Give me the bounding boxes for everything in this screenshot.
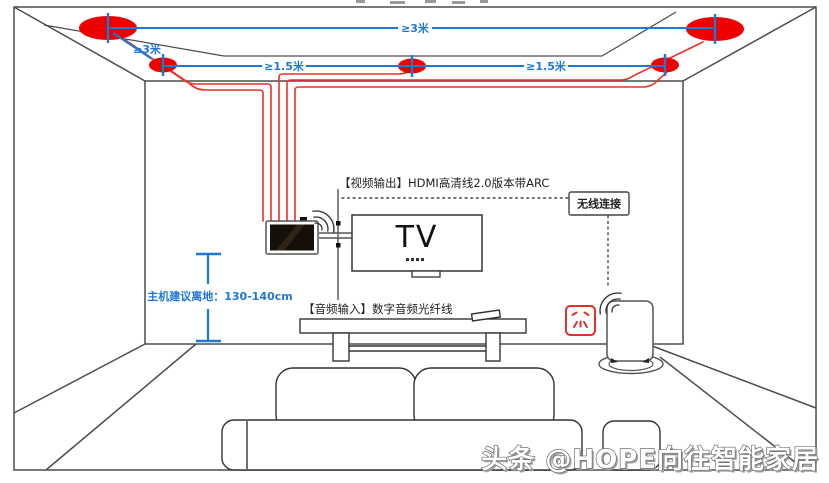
- annotation-texts: 【视频输出】HDMI高清线2.0版本带ARC 【音频输入】数字音频光纤线: [303, 176, 549, 316]
- audio-input-annotation: 【音频输入】数字音频光纤线: [303, 302, 453, 316]
- junction-dot-video: [336, 221, 341, 226]
- host-wifi-waves-icon: [312, 210, 335, 233]
- host-screen-sheen: [276, 224, 305, 251]
- subwoofer-speaker: [598, 292, 664, 375]
- speaker-wires: [120, 36, 704, 222]
- table-top: [299, 318, 527, 334]
- junction-dot-audio: [336, 243, 341, 248]
- floor-left-edge: [13, 343, 146, 414]
- outlet-slot-top-right: [583, 311, 590, 316]
- outlet-slot-bottom-left: [573, 321, 578, 328]
- host-connector-notch: [300, 217, 307, 222]
- floor-right-inner-edge: [659, 356, 806, 471]
- host-tv-cable: [319, 232, 352, 239]
- wire-to-front-left-speaker: [120, 36, 272, 222]
- tv-screen: [351, 214, 483, 272]
- wire-to-back-left-speaker: [169, 69, 264, 222]
- watermark: 头条 @HOPE向往智能家居 头条 @HOPE向往智能家居: [481, 443, 821, 477]
- speaker-foot-right: [642, 358, 649, 363]
- back-wall: [144, 80, 684, 345]
- annotation-connectors: [336, 189, 609, 300]
- remote-on-table: [470, 309, 502, 322]
- floor-left-inner-edge: [45, 343, 197, 471]
- label-ceiling-front-span: ≥3米: [401, 21, 430, 35]
- ceiling-left-corner-edge: [13, 6, 146, 82]
- watermark-shadow: 头条 @HOPE向往智能家居: [483, 446, 821, 477]
- table-leg-left: [332, 332, 350, 362]
- video-output-annotation: 【视频输出】HDMI高清线2.0版本带ARC: [339, 176, 549, 190]
- label-host-mount-height: 主机建议离地：130-140cm: [147, 289, 292, 303]
- sofa-right-section: [602, 420, 661, 471]
- wireless-link-box: 无线连接: [568, 191, 630, 216]
- cropped-text-remnant: [356, 0, 488, 4]
- outlet-slot-bottom-right: [583, 321, 588, 328]
- wireless-box-frame: [568, 191, 630, 216]
- outlet-slot-top-left: [571, 311, 578, 316]
- label-ceiling-left-depth: ≥3米: [133, 42, 162, 56]
- speaker-body: [606, 300, 654, 362]
- tv-console-table: [299, 309, 527, 362]
- table-leg-right: [485, 332, 501, 362]
- dimension-lines: [106, 13, 717, 343]
- tv: TV: [351, 214, 483, 278]
- dimension-label-group: ≥3米 ≥3米 ≥1.5米 ≥1.5米 主机建议离地：130-140cm: [133, 21, 567, 303]
- dim-left-depth-line: [112, 32, 153, 60]
- ceiling-right-corner-edge: [682, 6, 817, 82]
- power-outlet-icon: [565, 305, 596, 336]
- wire-to-front-right-speaker: [286, 41, 704, 222]
- sofa: [221, 367, 661, 471]
- tv-speaker-dots: [406, 258, 424, 261]
- floor-right-edge: [646, 343, 817, 409]
- speaker-foot-left: [611, 358, 618, 363]
- wire-to-back-right-speaker: [294, 71, 668, 222]
- label-ceiling-back-right-span: ≥1.5米: [526, 59, 567, 73]
- sofa-seat-base: [221, 419, 583, 471]
- wall-host-device: [265, 210, 335, 255]
- watermark-text: 头条 @HOPE向往智能家居: [481, 444, 819, 475]
- outlet-frame: [565, 305, 596, 336]
- label-ceiling-back-left-span: ≥1.5米: [264, 59, 305, 73]
- tv-stand: [411, 270, 441, 278]
- wireless-box-label: 无线连接: [576, 197, 621, 211]
- tv-label: TV: [395, 220, 439, 255]
- speaker-wifi-waves-icon: [599, 292, 622, 315]
